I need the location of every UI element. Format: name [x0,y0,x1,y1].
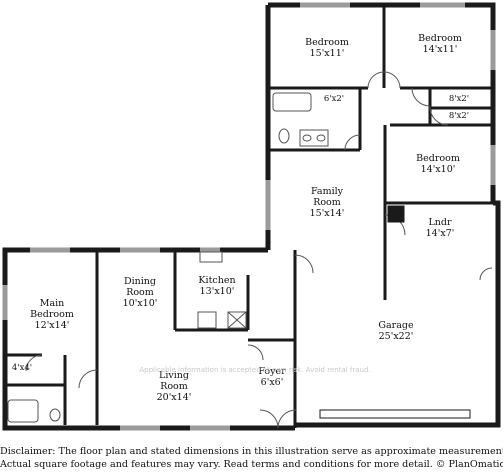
label-closet-bath: 6'x2' [323,94,345,104]
watermark-text: Applicable information is accepted at ow… [139,366,371,374]
windows [2,2,496,431]
label-bedroom-2: Bedroom 14'x11' [418,33,462,55]
label-closet-a: 8'x2' [448,94,470,104]
room-name: Living Room [159,370,189,392]
room-name: Dining Room [123,276,156,298]
label-foyer: Foyer 6'x6' [258,366,285,388]
room-name: Bedroom [416,153,460,164]
interior-walls [5,5,493,428]
label-main-closet: 4'x4' [11,363,33,373]
room-name: Foyer [258,366,286,377]
wall-garage [295,200,501,428]
room-dims: 14'x11' [422,44,458,55]
vanity [299,129,329,147]
fixtures [7,92,405,423]
main-bath-tub [7,399,39,423]
room-name: Kitchen [198,275,236,286]
label-laundry: Lndr 14'x7' [426,217,455,239]
room-name: Bedroom [305,37,349,48]
room-name: Family Room [310,186,344,208]
room-dims: 15'x14' [309,208,345,219]
range [197,311,217,329]
label-bedroom-3: Bedroom 14'x10' [416,153,460,175]
room-dims: 10'x10' [122,298,158,309]
room-name: Bedroom [418,33,462,44]
main-bath-toilet [49,408,61,422]
room-dims: 15'x11' [309,48,345,59]
disclaimer: Disclaimer: The floor plan and stated di… [0,445,503,471]
bathtub [272,92,312,112]
label-main-bedroom: Main Bedroom 12'x14' [22,298,82,331]
label-family-room: Family Room 15'x14' [297,186,357,219]
room-dims: 13'x10' [199,286,235,297]
label-dining-room: Dining Room 10'x10' [115,276,165,309]
room-dims: 14'x10' [420,164,456,175]
floor-plan [2,2,501,431]
outer-walls [2,2,501,431]
kitchen-sink [199,251,223,263]
room-name: Main Bedroom [30,298,74,320]
room-name: Lndr [428,217,452,228]
room-dims: 12'x14' [34,320,70,331]
room-name: Garage [378,320,414,331]
room-dims: 6'x6' [260,377,284,388]
label-living-room: Living Room 20'x14' [149,370,199,403]
room-dims: 14'x7' [425,228,455,239]
sink-2 [316,134,326,142]
disclaimer-line-1: Disclaimer: The floor plan and stated di… [0,446,503,457]
toilet [278,128,290,144]
label-garage: Garage 25'x22' [378,320,413,342]
room-dims: 25'x22' [378,331,414,342]
label-closet-b: 8'x2' [448,111,470,121]
laundry-machine [387,205,405,223]
disclaimer-line-2: Actual square footage and features may v… [0,459,503,470]
room-dims: 20'x14' [156,392,192,403]
sink-1 [302,134,312,142]
garage-door [319,409,471,419]
label-bedroom-1: Bedroom 15'x11' [305,37,349,59]
label-kitchen: Kitchen 13'x10' [198,275,235,297]
